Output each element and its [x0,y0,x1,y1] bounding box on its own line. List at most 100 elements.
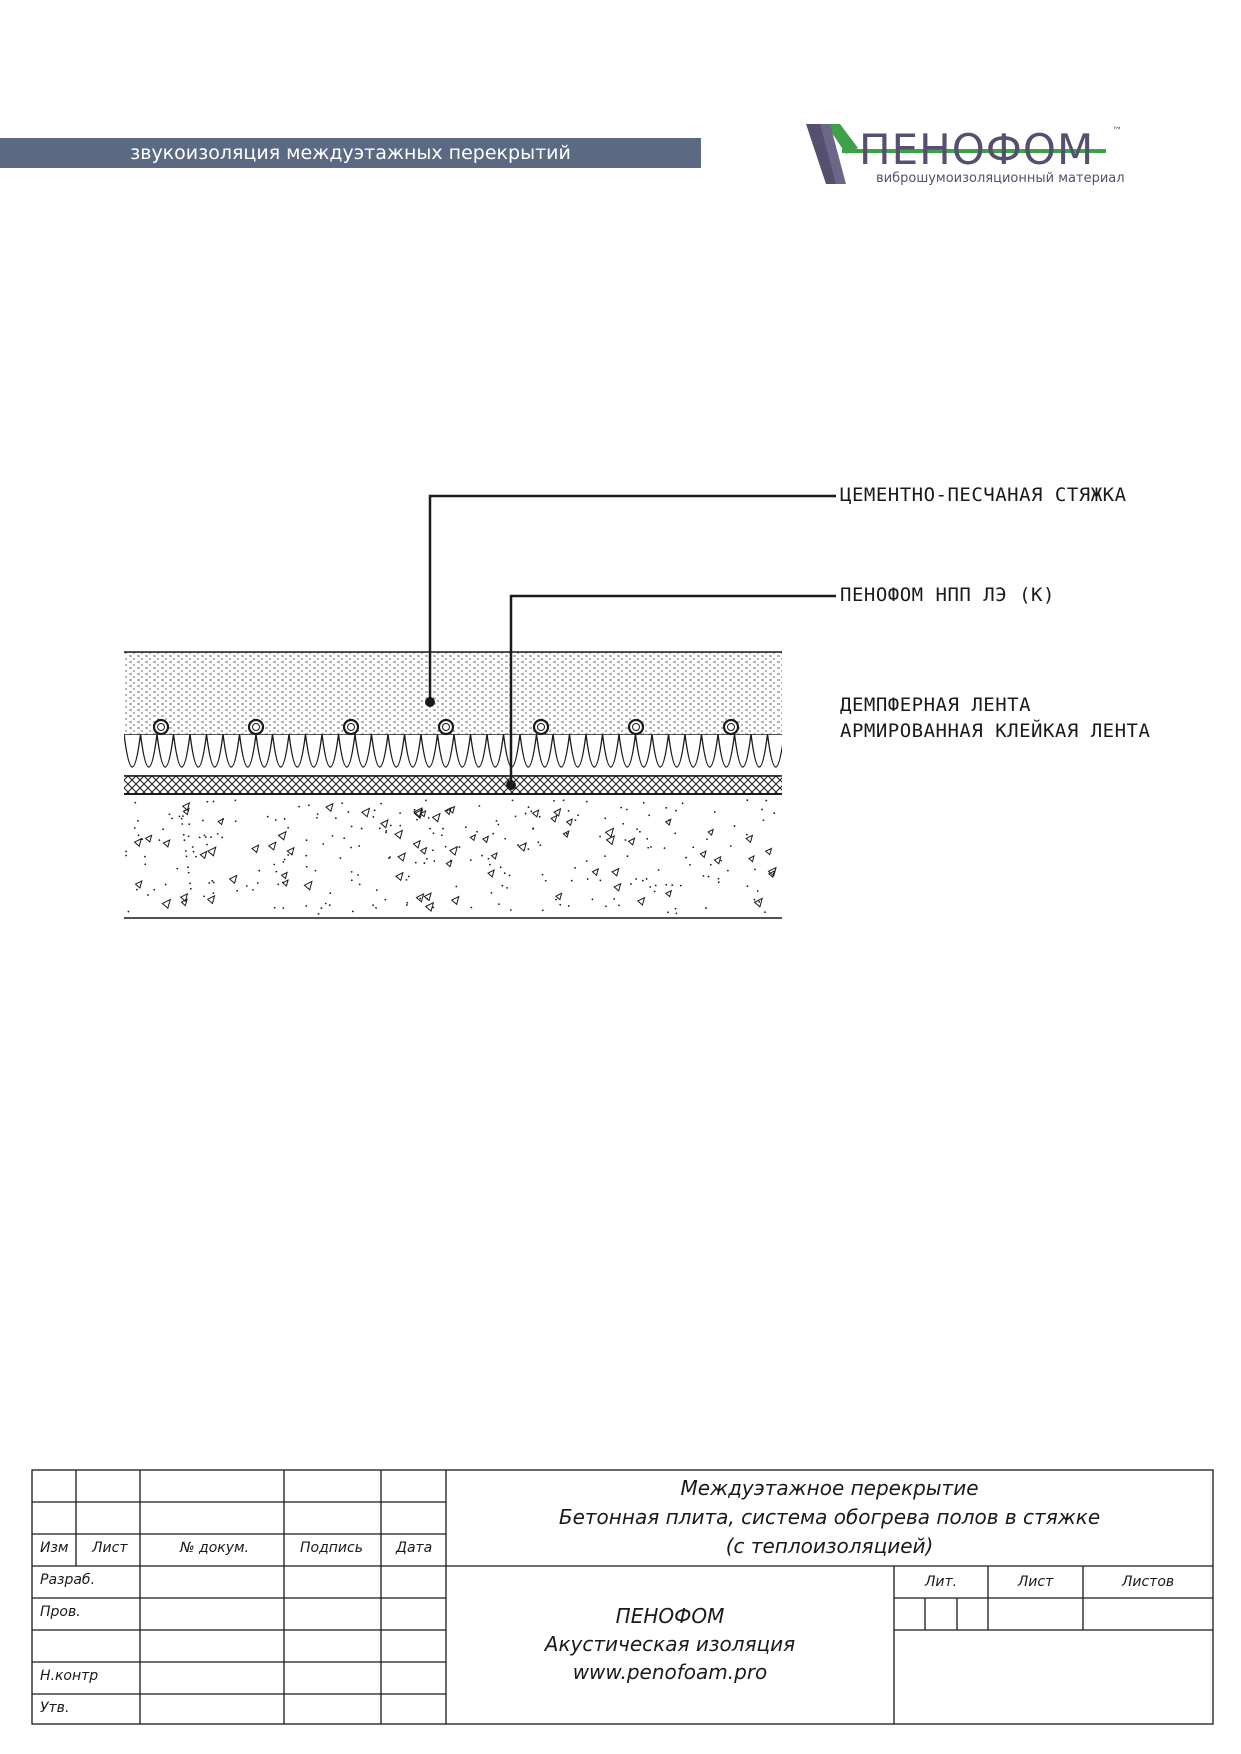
aggregate-dot [414,861,417,864]
aggregate-dot [604,855,606,857]
aggregate-dot [762,819,765,822]
aggregate-dot [350,879,353,882]
aggregate-dot [626,855,629,858]
aggregate-dot [385,831,387,834]
aggregate-dot [476,830,478,833]
aggregate-dot [322,843,325,845]
aggregate-dot [424,799,427,802]
aggregate-mark [764,847,773,856]
aggregate-mark [555,892,563,901]
aggregate-dot [514,815,517,818]
aggregate-dot [657,869,660,871]
header-izm: Изм [40,1540,69,1556]
aggregate-dot [405,878,408,881]
aggregate-dot [375,889,378,892]
aggregate-dot [351,910,354,913]
callout-penofom: ПЕНОФОМ НПП ЛЭ (К) [840,584,1055,606]
callout-screed: ЦЕМЕНТНО-ПЕСЧАНАЯ СТЯЖКА [840,484,1127,506]
aggregate-mark [395,871,404,882]
aggregate-dot [282,861,285,863]
heating-pipe [342,718,360,736]
aggregate-dot [624,839,627,841]
aggregate-dot [187,835,190,838]
aggregate-dot [604,817,607,820]
aggregate-dot [221,836,224,839]
aggregate-dot [378,827,381,830]
aggregate-dot [282,881,284,884]
aggregate-mark [550,814,558,823]
header-lit: Лит. [924,1574,958,1590]
aggregate-dot [182,833,185,836]
drawing-title-line-3: (с теплоизоляцией) [725,1534,934,1558]
concrete-slab-layer [125,799,777,915]
aggregate-dot [125,850,127,853]
aggregate-dot [385,829,388,832]
heating-pipe [627,718,645,736]
aggregate-dot [508,874,511,877]
aggregate-dot [527,806,530,809]
aggregate-mark [286,846,295,856]
aggregate-dot [574,819,577,822]
aggregate-dot [222,818,225,820]
aggregate-dot [754,868,756,871]
aggregate-dot [489,863,491,866]
aggregate-mark [206,846,217,857]
heating-pipe-inner [537,723,545,731]
aggregate-dot [639,830,641,833]
aggregate-dot [613,898,616,900]
aggregate-mark [182,807,190,816]
aggregate-dot [654,884,657,887]
aggregate-mark [636,896,646,906]
logo-mark-icon: ПЕНОФОМ ™ виброшумоизоляционный материал [806,124,1125,186]
aggregate-dot [675,809,677,812]
aggregate-dot [487,857,490,860]
header-doc-number: № докум. [180,1540,250,1556]
aggregate-dot [773,812,776,814]
aggregate-mark [490,851,498,860]
aggregate-dot [720,859,722,862]
aggregate-dot [753,898,756,901]
heating-pipe [722,718,740,736]
aggregate-mark [161,898,171,910]
aggregate-dot [620,806,623,809]
aggregate-dot [258,869,261,872]
aggregate-mark [267,841,277,851]
aggregate-dot [283,818,286,820]
drawing-title-line-2: Бетонная плита, система обогрева полов в… [558,1505,1101,1529]
aggregate-mark [413,808,424,820]
aggregate-mark [281,879,289,887]
aggregate-mark [562,830,570,838]
aggregate-dot [585,800,588,803]
aggregate-dot [328,904,331,907]
aggregate-dot [144,863,147,866]
aggregate-dot [144,855,146,858]
org-name: ПЕНОФОМ [615,1604,725,1628]
aggregate-dot [432,906,435,909]
aggregate-mark [394,829,404,840]
aggregate-dot [153,888,156,891]
heating-pipe-inner [347,723,355,731]
aggregate-dot [645,878,648,880]
aggregate-mark [447,805,456,814]
aggregate-dot [202,819,204,822]
aggregate-dot [162,828,165,831]
aggregate-dot [399,812,401,815]
aggregate-dot [567,809,570,812]
leader-penofom [506,594,836,790]
aggregate-dot [427,816,430,819]
callout-damper-tape: ДЕМПФЕРНАЯ ЛЕНТА [840,694,1032,716]
aggregate-dot [305,865,308,868]
aggregate-dot [399,824,402,827]
banner-title: звукоизоляция междуэтажных перекрытий [130,142,571,164]
aggregate-dot [733,825,736,827]
aggregate-dot [497,903,500,906]
header-signature: Подпись [300,1540,363,1556]
aggregate-dot [136,819,139,822]
aggregate-dot [141,838,144,841]
aggregate-dot [707,875,710,878]
aggregate-mark [415,893,425,903]
role-developer: Разраб. [40,1572,96,1588]
aggregate-dot [389,824,392,827]
aggregate-dot [431,849,434,852]
